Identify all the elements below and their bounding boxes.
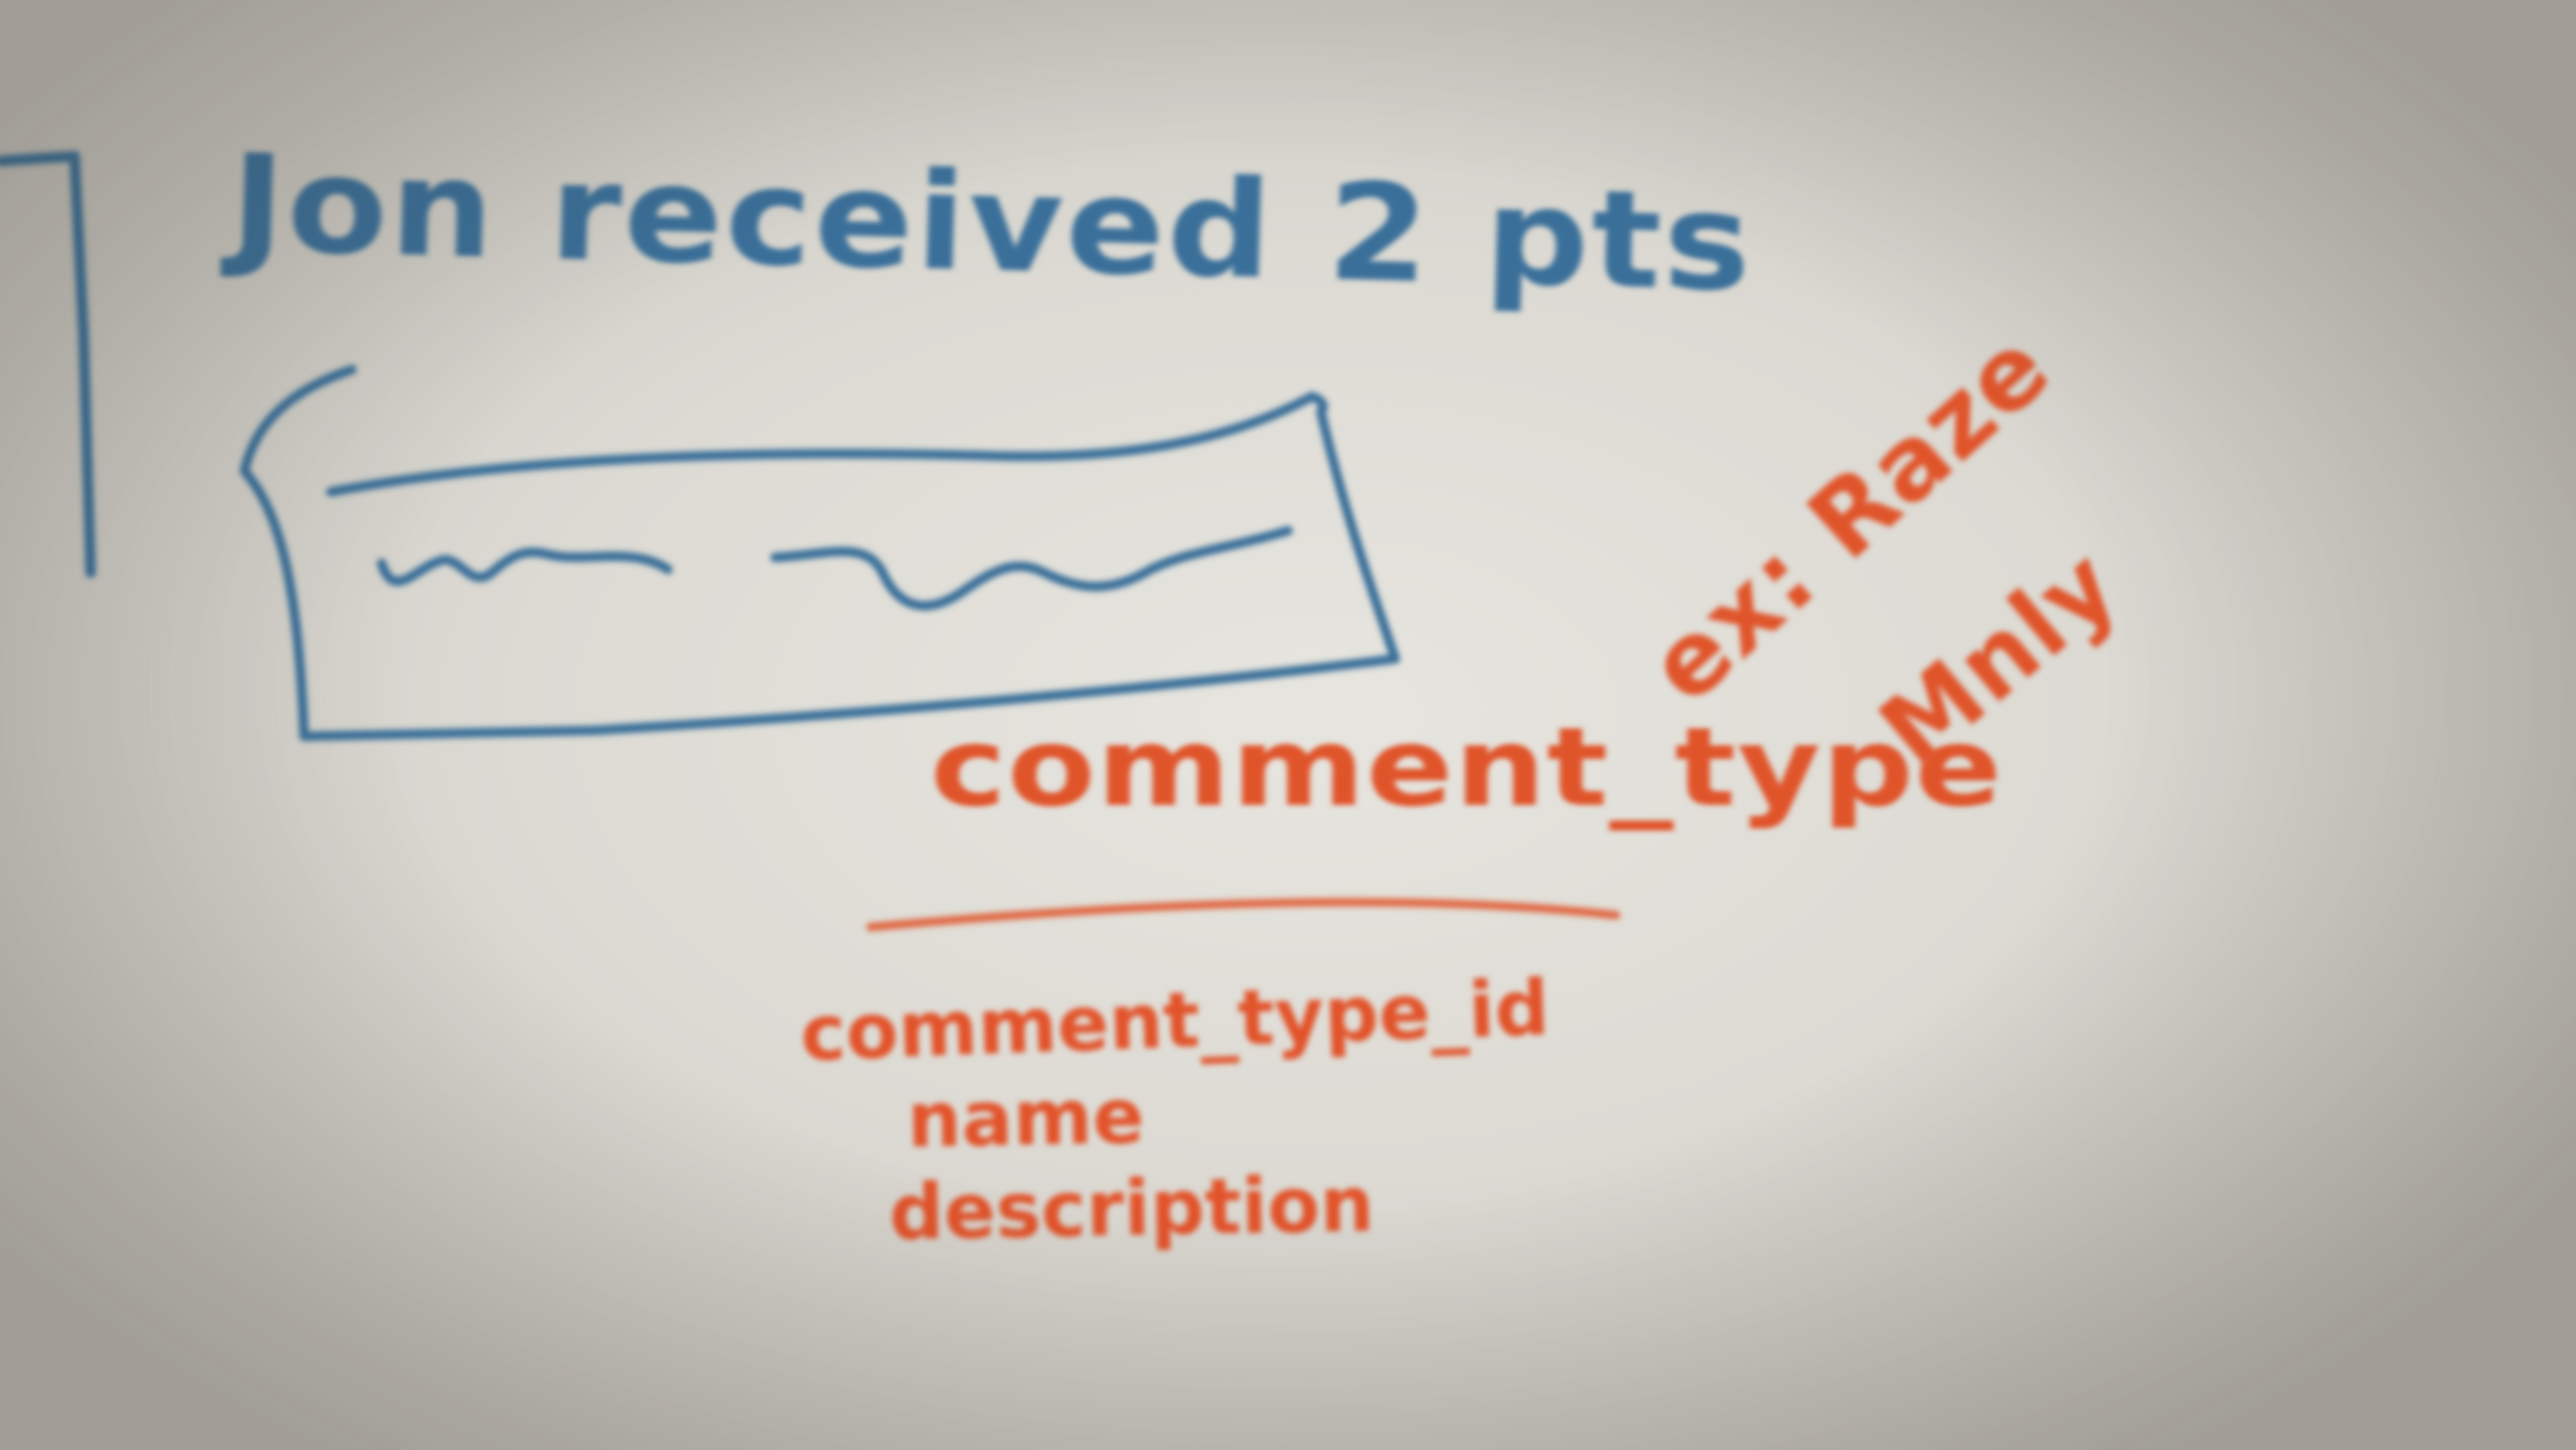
edge-bracket-line xyxy=(0,151,96,578)
comment-box-squiggle xyxy=(377,526,1293,611)
field-description: description xyxy=(888,1160,1375,1257)
table-name-text: comment_type xyxy=(930,704,2004,831)
table-name-underline xyxy=(866,898,1620,931)
comment-box-outline xyxy=(240,365,1400,741)
field-name: name xyxy=(906,1072,1145,1165)
